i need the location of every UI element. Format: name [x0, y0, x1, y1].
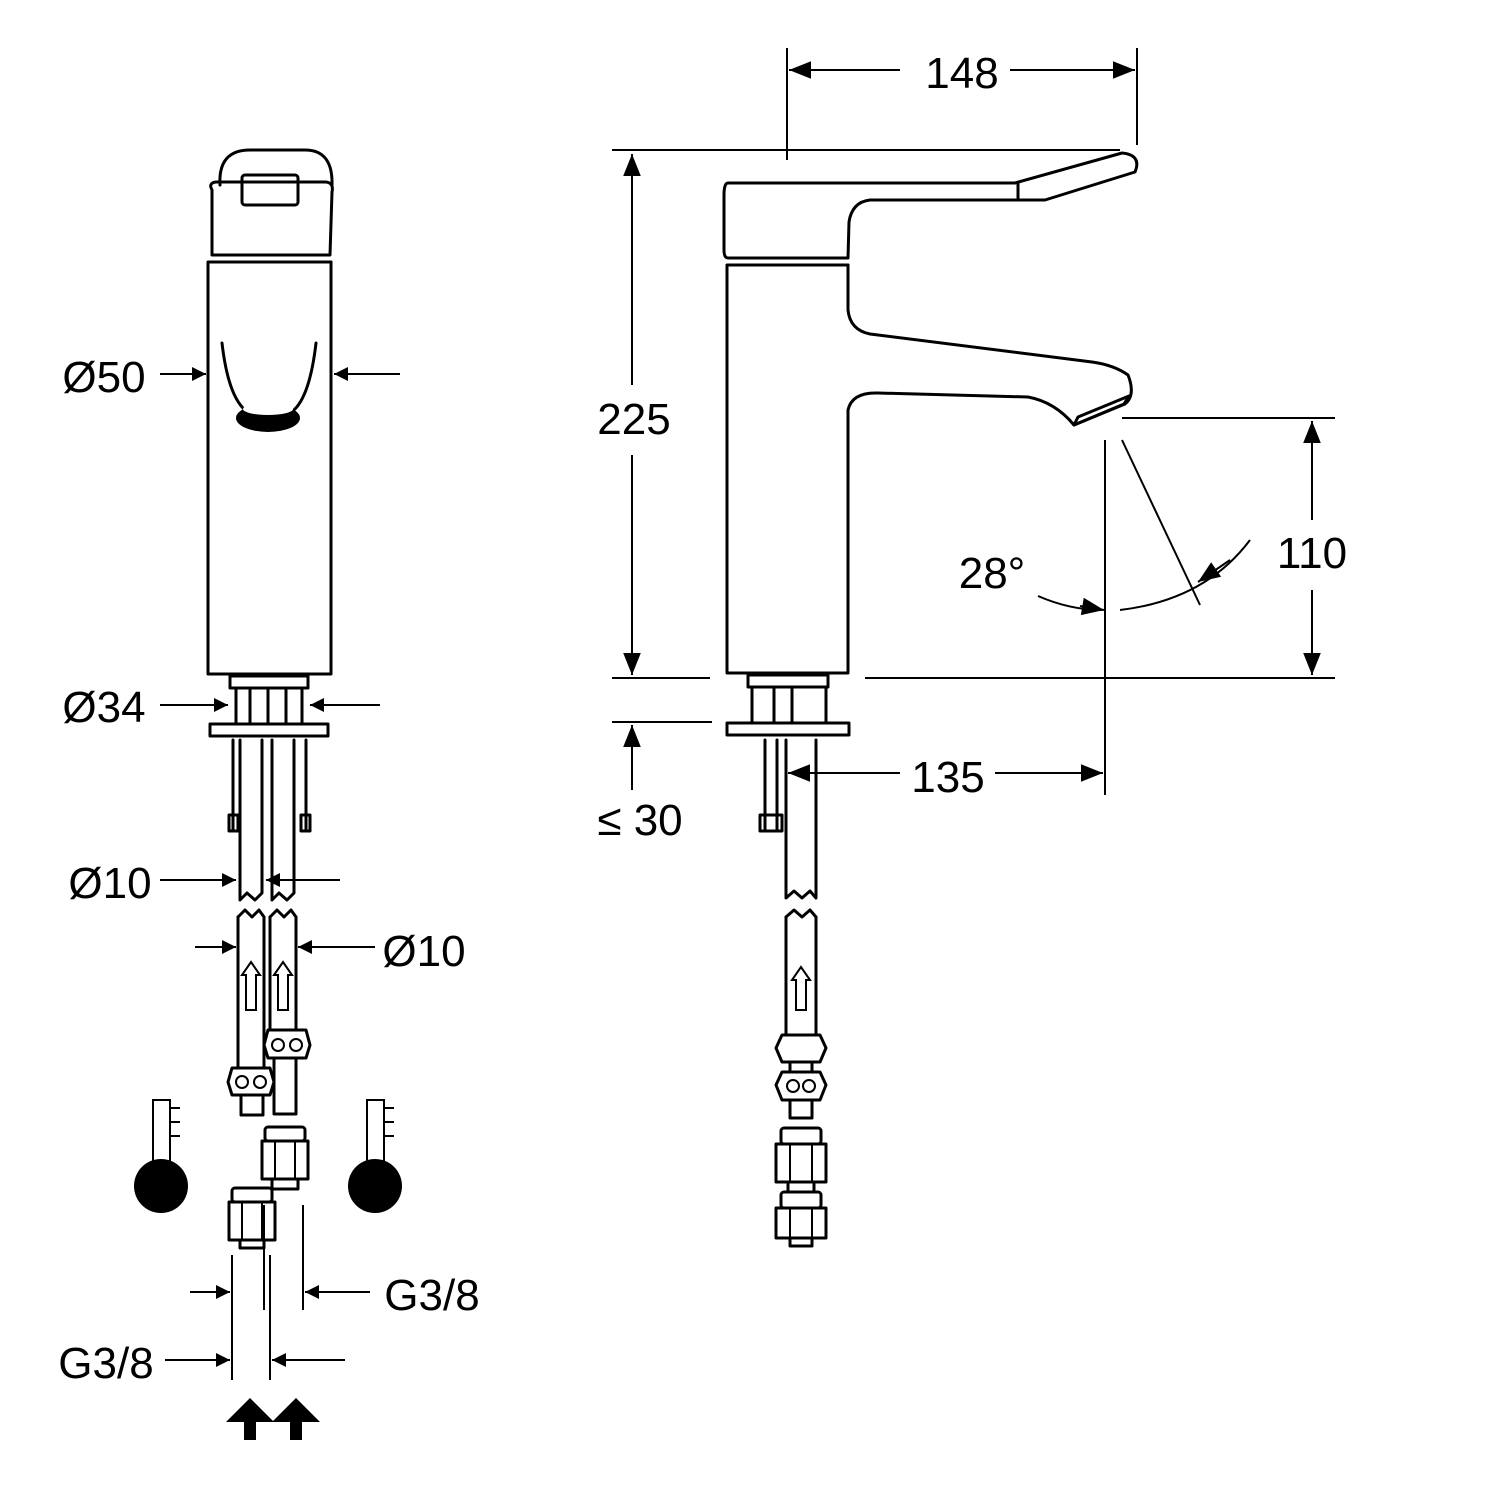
label-thread-left: G3/8	[58, 1339, 153, 1388]
front-head	[209, 180, 334, 257]
thermometer-cold-icon	[348, 1099, 402, 1213]
side-dimensions	[612, 48, 1335, 795]
side-lever	[722, 151, 1139, 260]
side-view	[722, 151, 1139, 1248]
label-body-diameter: Ø50	[62, 353, 145, 402]
label-height-total: 225	[597, 395, 670, 444]
front-dimensions	[160, 367, 400, 1367]
thermometer-hot-icon	[134, 1099, 188, 1213]
label-angle: 28°	[959, 549, 1026, 598]
front-hose-left-upper	[238, 738, 264, 902]
front-mount-plate	[208, 722, 330, 738]
inflow-arrow-icon	[226, 1398, 320, 1440]
dimension-labels: 148 225 110 28° 135 ≤ 30 Ø50 Ø34 Ø10 Ø10…	[58, 49, 1347, 1388]
front-nut-left	[227, 1200, 277, 1242]
label-width-top: 148	[925, 49, 998, 98]
side-body	[725, 263, 1133, 675]
front-nut-left-cap	[230, 1186, 274, 1204]
front-view	[206, 148, 334, 1380]
front-connector-left	[226, 1066, 276, 1097]
front-nut-right-cap	[263, 1125, 307, 1143]
label-max-thickness: ≤ 30	[597, 796, 682, 845]
label-hose-right: Ø10	[382, 927, 465, 976]
label-base-diameter: Ø34	[62, 683, 145, 732]
front-body	[206, 260, 333, 676]
front-hose-right-upper	[270, 738, 296, 902]
label-thread-right: G3/8	[384, 1271, 479, 1320]
front-connector-right	[262, 1028, 312, 1060]
front-lever-grip	[240, 173, 300, 207]
side-aerator	[1072, 394, 1131, 427]
side-base-ring	[746, 673, 830, 689]
side-mount-plate	[725, 721, 851, 737]
label-hose-left: Ø10	[68, 859, 151, 908]
front-nut-right	[260, 1139, 310, 1181]
front-lever	[218, 148, 334, 187]
label-projection: 135	[911, 753, 984, 802]
label-spout-height: 110	[1277, 529, 1347, 578]
front-base-ring	[228, 674, 310, 690]
